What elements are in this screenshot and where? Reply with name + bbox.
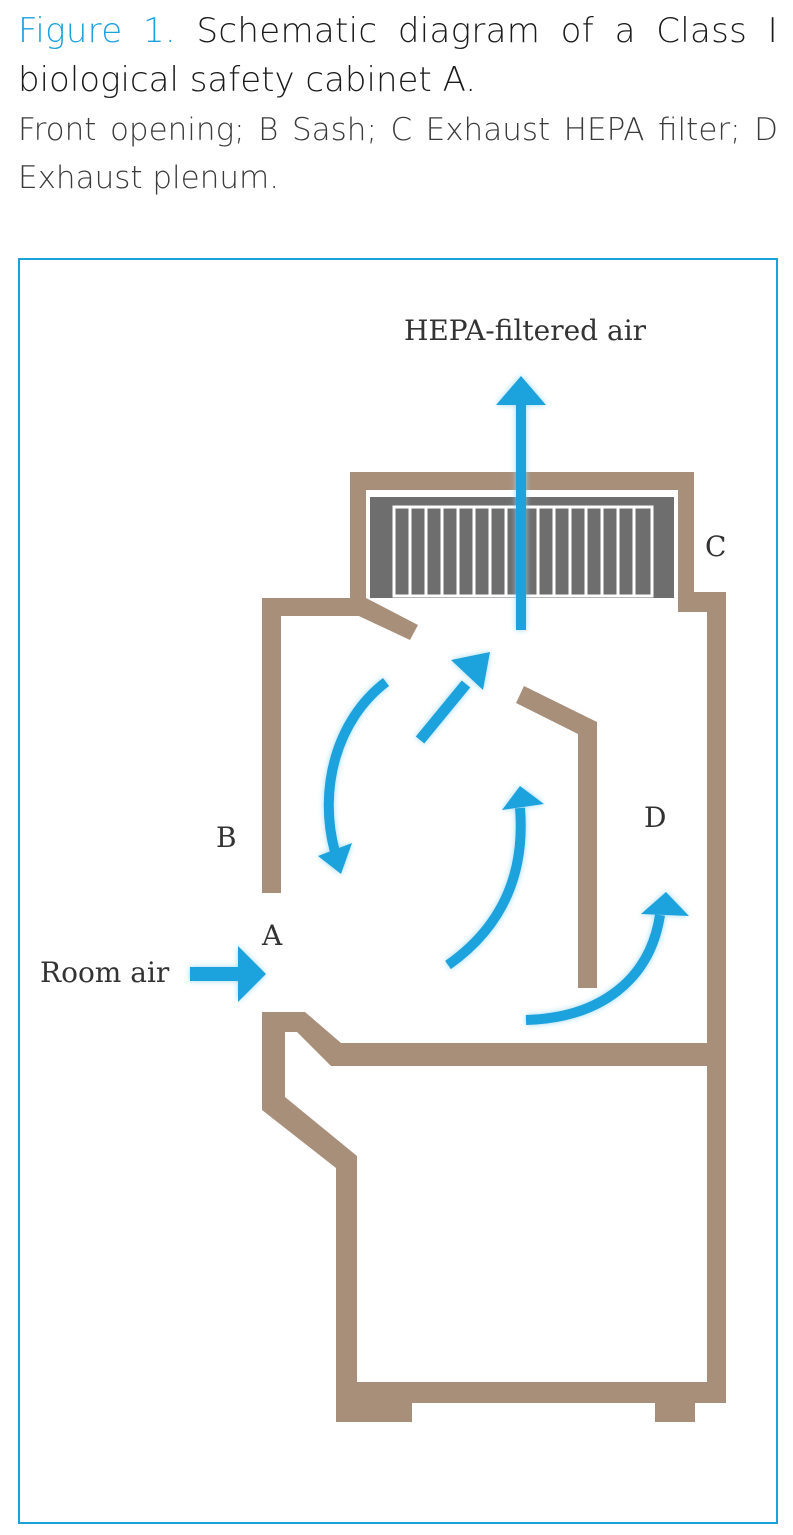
downward-curve-arrow	[318, 678, 390, 874]
caption-description-line-2: Exhaust plenum.	[18, 160, 280, 196]
cabinet-base	[262, 1012, 726, 1422]
airflow-arrows	[190, 376, 689, 1025]
label-b: B	[216, 821, 237, 854]
caption-title-part-1: Schematic diagram of a Class I	[196, 11, 778, 51]
diagonal-up-arrow	[415, 652, 490, 744]
exhaust-arrow	[496, 376, 546, 630]
figure-label: Figure 1.	[18, 11, 176, 51]
cabinet-structure	[262, 472, 726, 1422]
sash-wall	[262, 598, 366, 893]
figure-caption: Figure 1. Schematic diagram of a Class I…	[18, 6, 778, 202]
label-d: D	[644, 801, 666, 834]
room-air-arrow	[190, 946, 266, 1002]
label-c: C	[705, 530, 726, 563]
filter-housing	[350, 472, 694, 598]
figure-frame	[18, 258, 778, 1524]
caption-description: Front opening; B Sash; C Exhaust HEPA fi…	[18, 106, 778, 202]
caption-title-line-2: biological safety cabinet A.	[18, 60, 477, 100]
label-a: A	[261, 919, 283, 952]
caption-description-line-1: Front opening; B Sash; C Exhaust HEPA fi…	[18, 112, 778, 148]
center-curve-arrow	[445, 786, 544, 970]
hepa-air-label: HEPA-filtered air	[404, 314, 647, 347]
sash-lip	[346, 598, 418, 640]
plenum-baffle	[516, 686, 597, 988]
plenum-curve-arrow	[525, 892, 689, 1025]
plenum-outer-wall	[678, 592, 726, 1053]
caption-title-line-1: Figure 1. Schematic diagram of a Class I	[18, 6, 778, 56]
room-air-label: Room air	[40, 956, 170, 989]
